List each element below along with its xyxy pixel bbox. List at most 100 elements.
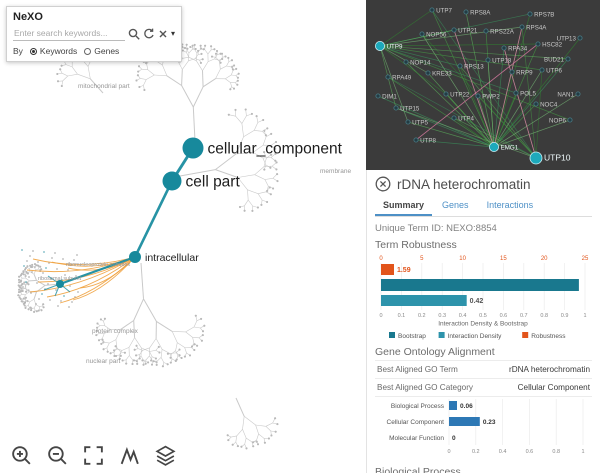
tree-node-cluster[interactable] — [56, 280, 64, 288]
gene-node-UTP13[interactable] — [577, 35, 583, 41]
tree-small-label: membrane — [320, 168, 351, 175]
reset-icon[interactable] — [143, 28, 155, 40]
gene-label: UTP7 — [436, 7, 452, 14]
tree-node-cellular-component[interactable] — [182, 137, 204, 159]
gene-node-NOC4[interactable] — [533, 101, 539, 107]
gene-node-UTP8[interactable] — [413, 137, 419, 143]
go-alignment-table: Best Aligned GO Term rDNA heterochromatin… — [375, 360, 592, 397]
gene-node-RPS22A[interactable] — [483, 28, 489, 34]
gene-node-RPS7B[interactable] — [527, 11, 533, 17]
svg-text:5: 5 — [420, 256, 424, 262]
svg-text:0.06: 0.06 — [460, 403, 473, 410]
bar-robustness — [381, 264, 394, 275]
gene-node-UTP18[interactable] — [485, 57, 491, 63]
tab-genes[interactable]: Genes — [442, 200, 469, 210]
gene-node-UTP6[interactable] — [539, 67, 545, 73]
gene-node-NOP6[interactable] — [567, 117, 573, 123]
gene-label: NOP56 — [426, 31, 447, 38]
svg-text:0.9: 0.9 — [561, 313, 569, 319]
gene-node-UTP4[interactable] — [451, 115, 457, 121]
go-alignment-title: Gene Ontology Alignment — [375, 346, 495, 358]
gene-label: RPA49 — [392, 74, 412, 81]
svg-text:0.2: 0.2 — [472, 449, 480, 455]
gene-node-DIM1[interactable] — [375, 93, 381, 99]
gene-node-RPA34[interactable] — [501, 45, 507, 51]
svg-text:15: 15 — [500, 256, 507, 262]
gene-node-NOP56[interactable] — [419, 31, 425, 37]
gene-label: UTP15 — [400, 105, 420, 112]
gene-label: UTP13 — [557, 35, 577, 42]
gene-node-UTP7[interactable] — [429, 7, 435, 13]
bar-cellular-component — [449, 417, 480, 426]
gene-node-EMG1[interactable] — [489, 141, 500, 152]
search-input[interactable] — [13, 26, 125, 41]
gene-node-KRE33[interactable] — [425, 70, 431, 76]
fit-selection-button[interactable] — [118, 444, 141, 467]
gene-label: NOP14 — [410, 59, 431, 66]
gene-node-UTP10[interactable] — [529, 151, 543, 165]
gene-node-PWP2[interactable] — [475, 93, 481, 99]
go-row-value: rDNA heterochromatin — [509, 365, 590, 374]
gene-node-UTP15[interactable] — [393, 105, 399, 111]
gene-node-RRP9[interactable] — [509, 69, 515, 75]
svg-text:0.42: 0.42 — [470, 298, 484, 305]
svg-text:1: 1 — [583, 313, 586, 319]
fit-to-screen-button[interactable] — [82, 444, 105, 467]
zoom-out-button[interactable] — [46, 444, 69, 467]
gene-node-NAN1[interactable] — [575, 91, 581, 97]
close-button[interactable] — [375, 176, 391, 192]
gene-node-UTP5[interactable] — [405, 119, 411, 125]
gene-node-RPA49[interactable] — [385, 74, 391, 80]
gene-label: UTP9 — [387, 43, 403, 50]
tree-node-cell-part[interactable] — [162, 171, 182, 191]
gene-node-RPS8A[interactable] — [463, 9, 469, 15]
gene-label: RPS8A — [470, 9, 491, 16]
gene-label: POL5 — [520, 90, 536, 97]
tree-node-intracellular[interactable] — [129, 251, 141, 263]
gene-node-NOP14[interactable] — [403, 59, 409, 65]
gene-label: EMG1 — [501, 144, 519, 151]
gene-label: UTP10 — [544, 152, 571, 162]
svg-text:0.7: 0.7 — [520, 313, 528, 319]
layers-button[interactable] — [154, 444, 177, 467]
tab-interactions[interactable]: Interactions — [486, 200, 534, 210]
search-icon[interactable] — [128, 28, 140, 40]
gene-label: RPS7B — [534, 11, 554, 18]
gene-node-UTP22[interactable] — [443, 91, 449, 97]
clear-icon[interactable] — [158, 29, 168, 39]
gene-node-BUD21[interactable] — [565, 56, 571, 62]
tree-small-label: ribonucleoprotein complex — [66, 262, 130, 268]
radio-keywords[interactable]: Keywords — [29, 46, 77, 56]
svg-text:0.2: 0.2 — [418, 313, 426, 319]
biological-process-title: Biological Process — [375, 466, 461, 473]
tab-summary[interactable]: Summary — [375, 197, 433, 216]
gene-node-RPS13[interactable] — [457, 63, 463, 69]
gene-node-UTP21[interactable] — [451, 27, 457, 33]
gene-node-POL5[interactable] — [513, 90, 519, 96]
tree-node-label: cell part — [186, 174, 241, 191]
go-row-label: Best Aligned GO Term — [377, 365, 458, 374]
svg-text:0: 0 — [379, 313, 382, 319]
gene-label: RPS4A — [526, 24, 547, 31]
layers-icon — [155, 445, 176, 457]
radio-keywords-circle — [29, 47, 37, 55]
svg-text:0.23: 0.23 — [483, 419, 496, 426]
gene-label: RPS13 — [464, 63, 484, 70]
gene-node-UTP9[interactable] — [374, 41, 385, 52]
go-row: Best Aligned GO Term rDNA heterochromatin — [375, 360, 592, 379]
gene-node-RPS4A[interactable] — [519, 24, 525, 30]
svg-text:0.4: 0.4 — [499, 449, 507, 455]
gene-node-HSC82[interactable] — [535, 41, 541, 47]
unique-term-id: Unique Term ID: NEXO:8854 — [375, 223, 497, 234]
zoom-in-button[interactable] — [10, 444, 33, 467]
svg-text:1.59: 1.59 — [397, 267, 411, 274]
gene-label: NOP6 — [549, 117, 566, 124]
gene-label: BUD21 — [544, 56, 565, 63]
caret-down-icon[interactable]: ▾ — [170, 28, 175, 38]
radio-genes[interactable]: Genes — [84, 46, 119, 56]
